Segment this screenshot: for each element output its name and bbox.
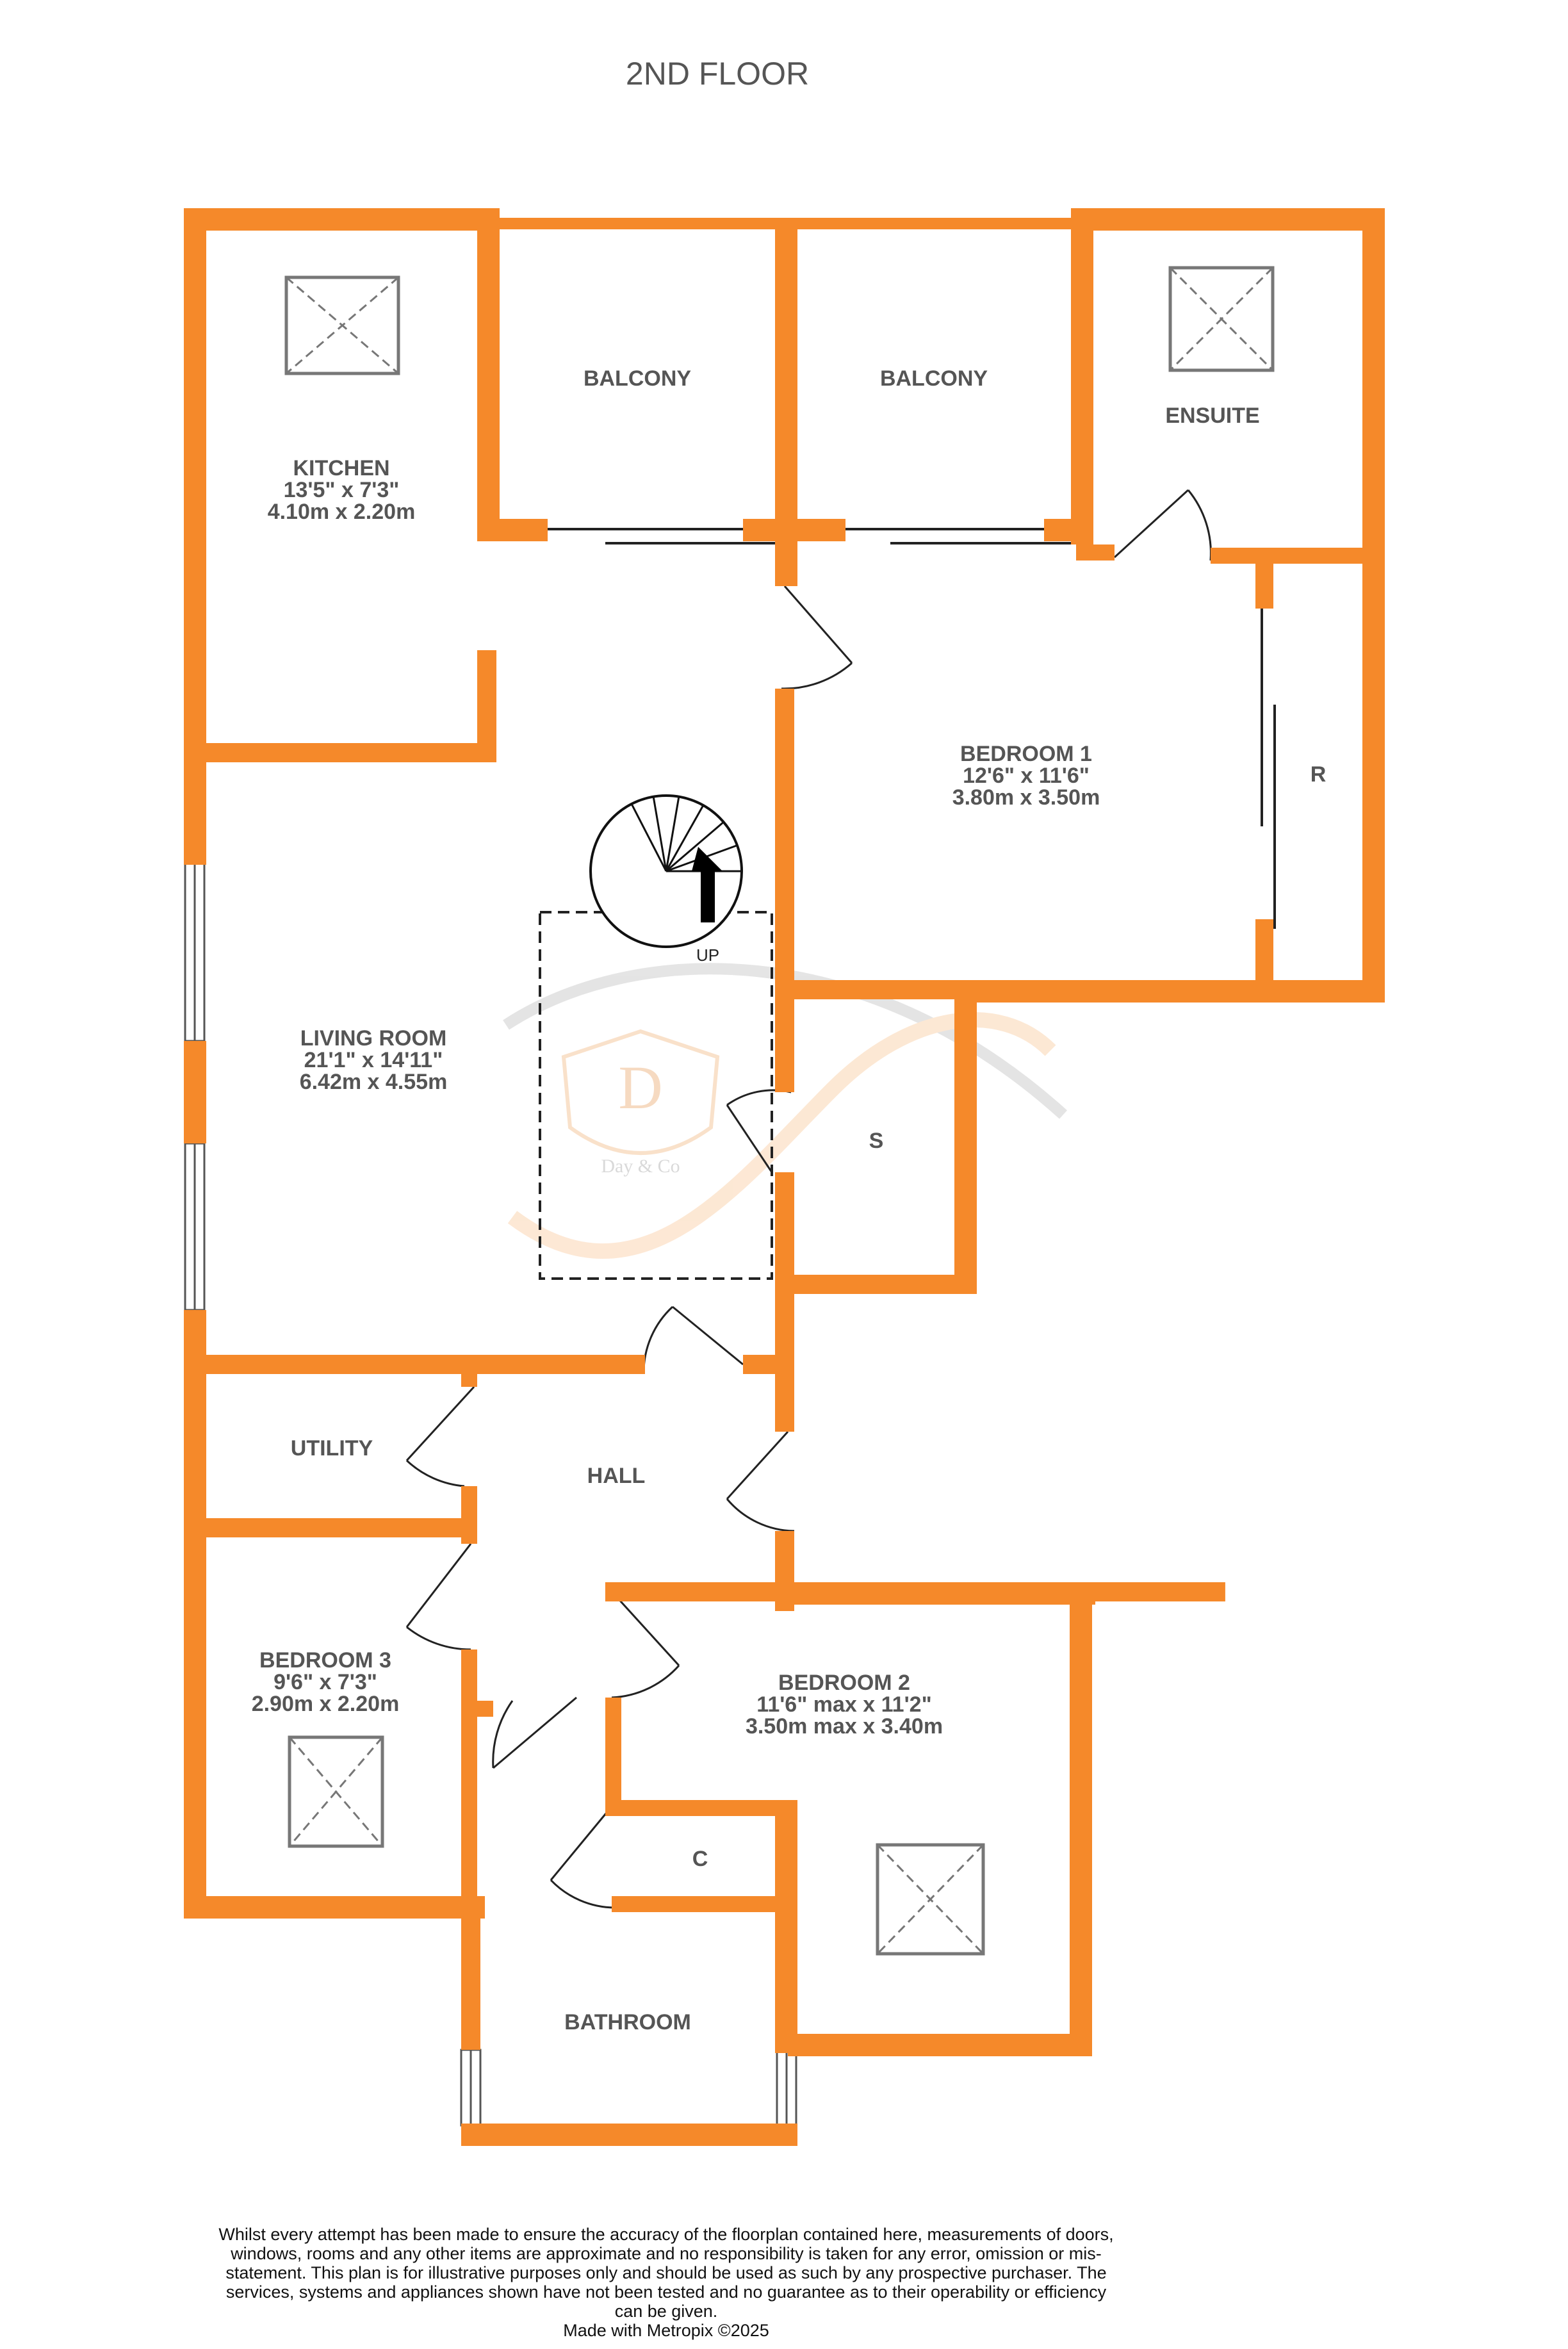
utility-name: UTILITY [291,1436,373,1461]
store-name: S [869,1129,884,1153]
bedroom1-name: BEDROOM 1 [960,742,1092,766]
bedroom3-skylight-icon [288,1735,384,1848]
watermark-initial: D [618,1053,662,1122]
up-arrow-icon [692,847,723,922]
skylight-icons [284,266,1275,1956]
bedroom2-skylight-icon [876,1843,985,1956]
balcony-right-name: BALCONY [880,366,988,391]
disclaimer-text: Whilst every attempt has been made to en… [218,2225,1114,2321]
bedroom1-metric: 3.80m x 3.50m [952,785,1100,810]
bedroom3-imperial: 9'6" x 7'3" [274,1670,377,1694]
bedroom2-imperial: 11'6" max x 11'2" [756,1692,931,1717]
floor-title: 2ND FLOOR [626,56,809,92]
bedroom1-imperial: 12'6" x 11'6" [963,764,1090,788]
metropix-credit: Made with Metropix ©2025 [563,2321,769,2340]
balcony-left-name: BALCONY [584,366,691,391]
robe-name: R [1311,762,1327,787]
cupboard-name: C [692,1847,708,1871]
bedroom2-name: BEDROOM 2 [778,1671,910,1695]
ensuite-skylight-icon [1168,266,1275,372]
room-labels: KITCHEN 13'5" x 7'3" 4.10m x 2.20m BALCO… [252,366,1327,2034]
sliding-doors [548,528,1082,544]
hall-name: HALL [587,1464,646,1488]
disclaimer: Whilst every attempt has been made to en… [211,2225,1121,2340]
stairs-up-label: UP [696,945,719,965]
living-room-imperial: 21'1" x 14'11" [304,1048,443,1072]
living-room-metric: 6.42m x 4.55m [300,1070,448,1094]
ensuite-name: ENSUITE [1165,404,1259,428]
watermark-name: Day & Co [601,1156,680,1177]
kitchen-skylight-icon [284,275,400,375]
robe-sliding-doors [1261,609,1276,929]
kitchen-imperial: 13'5" x 7'3" [284,478,400,502]
walls [184,208,1385,2146]
bedroom3-name: BEDROOM 3 [259,1648,391,1673]
kitchen-metric: 4.10m x 2.20m [268,500,416,524]
bedroom3-metric: 2.90m x 2.20m [252,1692,400,1716]
bathroom-name: BATHROOM [564,2010,691,2034]
bedroom2-metric: 3.50m max x 3.40m [746,1714,943,1739]
kitchen-name: KITCHEN [293,456,389,480]
living-room-name: LIVING ROOM [300,1026,447,1051]
door-swings [405,489,1212,1909]
windows [184,860,797,2134]
